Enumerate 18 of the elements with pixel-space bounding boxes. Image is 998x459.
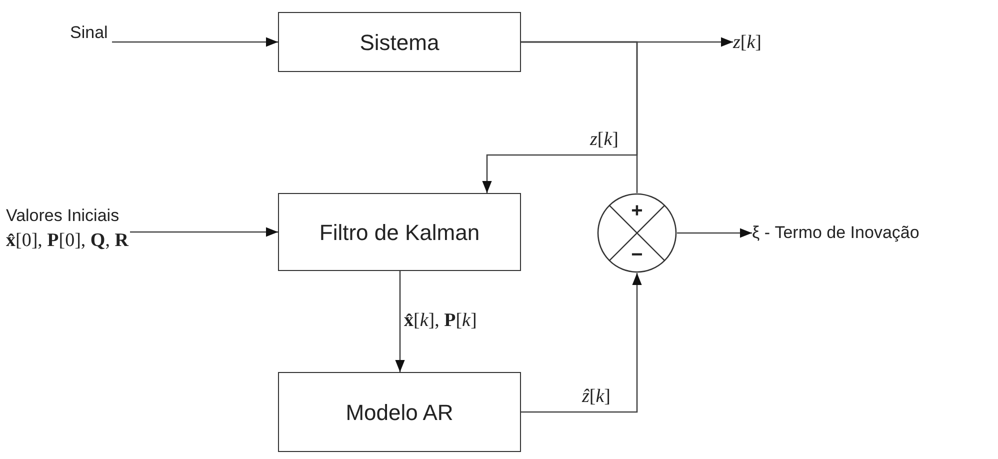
arrow	[130, 227, 278, 237]
sign-label: +	[631, 201, 643, 221]
box-label: Modelo AR	[346, 398, 454, 426]
sign-label: −	[631, 245, 643, 265]
signal-label: ξ - Termo de Inovação	[752, 220, 996, 246]
process-box	[278, 372, 521, 452]
process-box	[278, 193, 521, 271]
arrow	[112, 37, 278, 47]
box-label: Sistema	[360, 28, 440, 56]
input-label: Valores Iniciais	[6, 205, 120, 227]
process-box	[278, 12, 521, 72]
arrow	[395, 271, 405, 372]
signal-label: Sinal	[70, 24, 112, 42]
parameter-list: x̂[0], P[0], Q, R	[6, 227, 130, 255]
arrow	[521, 273, 642, 413]
arrow	[677, 228, 752, 238]
box-label: Filtro de Kalman	[319, 218, 480, 246]
signal-label: z[k]	[733, 30, 783, 56]
